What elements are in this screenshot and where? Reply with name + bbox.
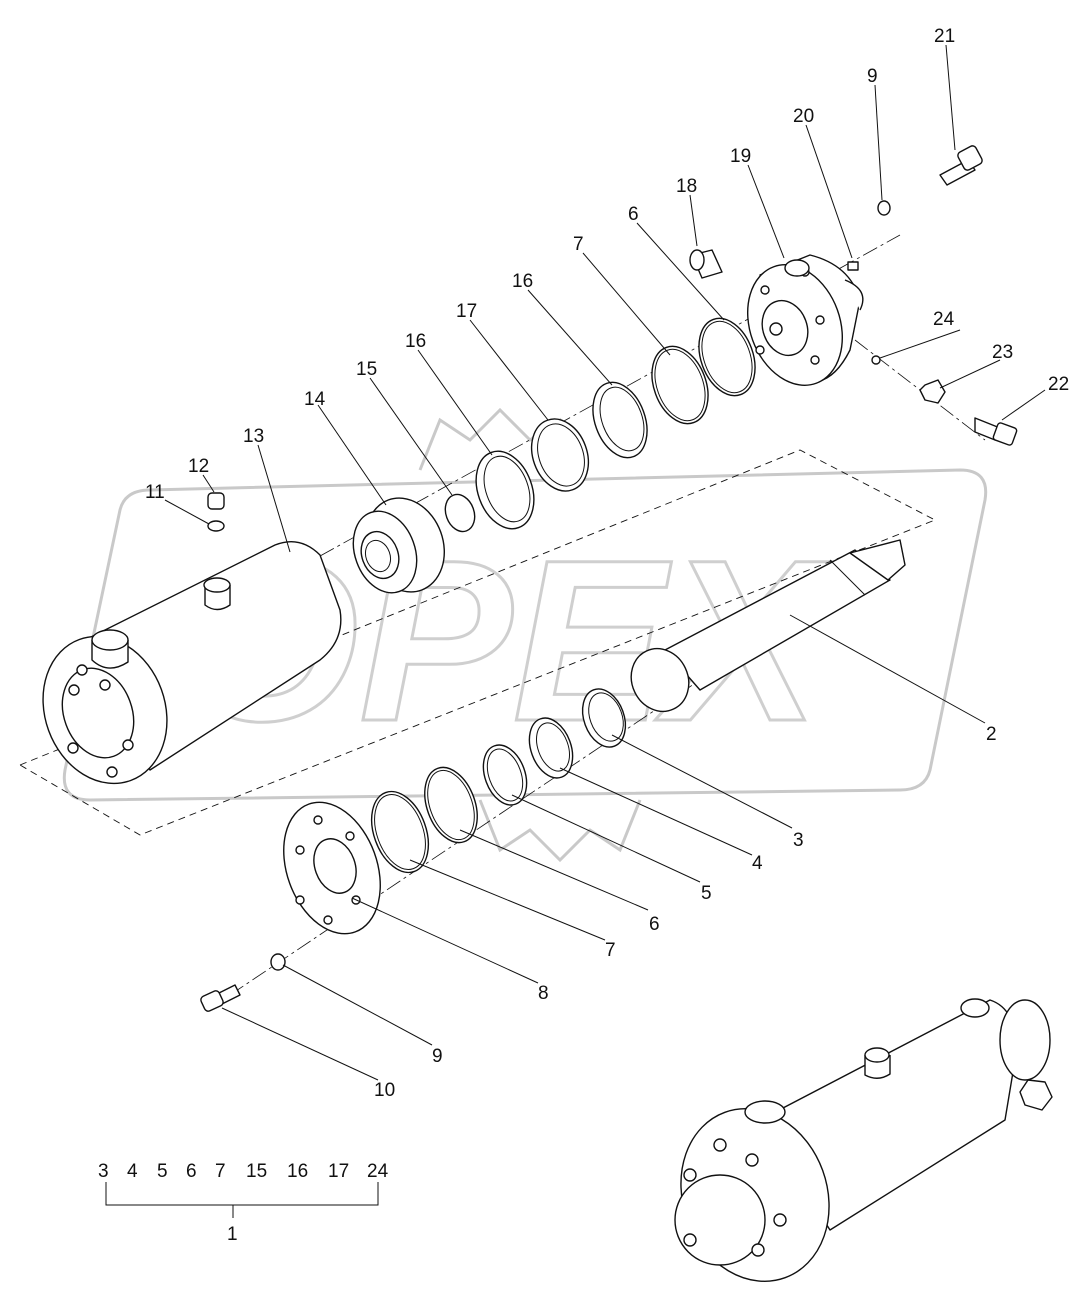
callout-15: 15 xyxy=(356,359,377,380)
callout-22: 22 xyxy=(1048,374,1069,395)
piston xyxy=(352,497,446,594)
leader-lines xyxy=(105,44,1046,1218)
kit-member: 4 xyxy=(127,1161,138,1182)
kit-member: 7 xyxy=(215,1161,226,1182)
callout-7-lower: 7 xyxy=(605,940,616,961)
ring-7-upper xyxy=(651,345,709,425)
callout-7-upper: 7 xyxy=(573,234,584,255)
callout-9-upper: 9 xyxy=(867,66,878,87)
callout-5: 5 xyxy=(701,883,712,904)
callout-16-a: 16 xyxy=(512,271,533,292)
kit-label: 1 xyxy=(227,1224,238,1245)
nut-23 xyxy=(919,379,946,404)
ring-4 xyxy=(528,717,574,779)
seal-16-upper-b xyxy=(592,381,648,459)
callout-13: 13 xyxy=(243,426,264,447)
callout-9-lower: 9 xyxy=(432,1046,443,1067)
kit-member: 17 xyxy=(328,1161,349,1182)
callout-20: 20 xyxy=(793,106,814,127)
washer-11 xyxy=(207,520,225,532)
plug-22 xyxy=(974,417,1018,446)
bolt-21 xyxy=(939,145,983,186)
bushing-3 xyxy=(581,688,627,748)
end-cap xyxy=(746,254,864,386)
washer-9-lower xyxy=(270,953,286,971)
callout-6-upper: 6 xyxy=(628,204,639,225)
callout-4: 4 xyxy=(752,853,763,874)
callout-24: 24 xyxy=(933,309,955,330)
kit-member: 16 xyxy=(287,1161,308,1182)
ring-6-upper xyxy=(698,317,756,397)
flange-8 xyxy=(283,801,381,935)
kit-member: 6 xyxy=(186,1161,197,1182)
kit-member: 15 xyxy=(246,1161,267,1182)
assembled-cylinder-view xyxy=(674,998,1053,1282)
kit-group: 3 4 5 6 7 15 16 17 24 1 xyxy=(98,1161,389,1245)
callout-14: 14 xyxy=(304,389,326,410)
ring-7-lower xyxy=(370,790,430,874)
bolt-10 xyxy=(200,984,241,1012)
callout-21: 21 xyxy=(934,26,955,47)
callout-11: 11 xyxy=(145,482,165,503)
callout-8: 8 xyxy=(538,983,549,1004)
kit-member: 5 xyxy=(157,1161,168,1182)
plug-12 xyxy=(207,492,225,510)
kit-member: 3 xyxy=(98,1161,109,1182)
callout-6-lower: 6 xyxy=(649,914,660,935)
callout-12: 12 xyxy=(188,456,209,477)
callout-18: 18 xyxy=(676,176,697,197)
pin-20 xyxy=(847,261,859,271)
cylinder-barrel xyxy=(42,541,342,785)
callout-labels: 21 9 20 19 18 6 7 16 17 16 15 14 13 12 1… xyxy=(145,26,1069,1101)
o-ring-24 xyxy=(871,355,881,365)
callout-19: 19 xyxy=(730,146,751,167)
piston-rod xyxy=(630,539,906,713)
callout-23: 23 xyxy=(992,342,1013,363)
callout-10: 10 xyxy=(374,1080,395,1101)
callout-2: 2 xyxy=(986,724,997,745)
seal-16-upper-a xyxy=(475,450,535,530)
o-ring-15 xyxy=(444,493,476,533)
washer-9-upper xyxy=(877,200,891,216)
callout-3: 3 xyxy=(793,830,804,851)
ring-6-lower xyxy=(424,766,478,844)
callout-16-b: 16 xyxy=(405,331,426,352)
callout-17-upper: 17 xyxy=(456,301,477,322)
kit-member: 24 xyxy=(367,1161,389,1182)
fitting-18 xyxy=(689,249,723,279)
